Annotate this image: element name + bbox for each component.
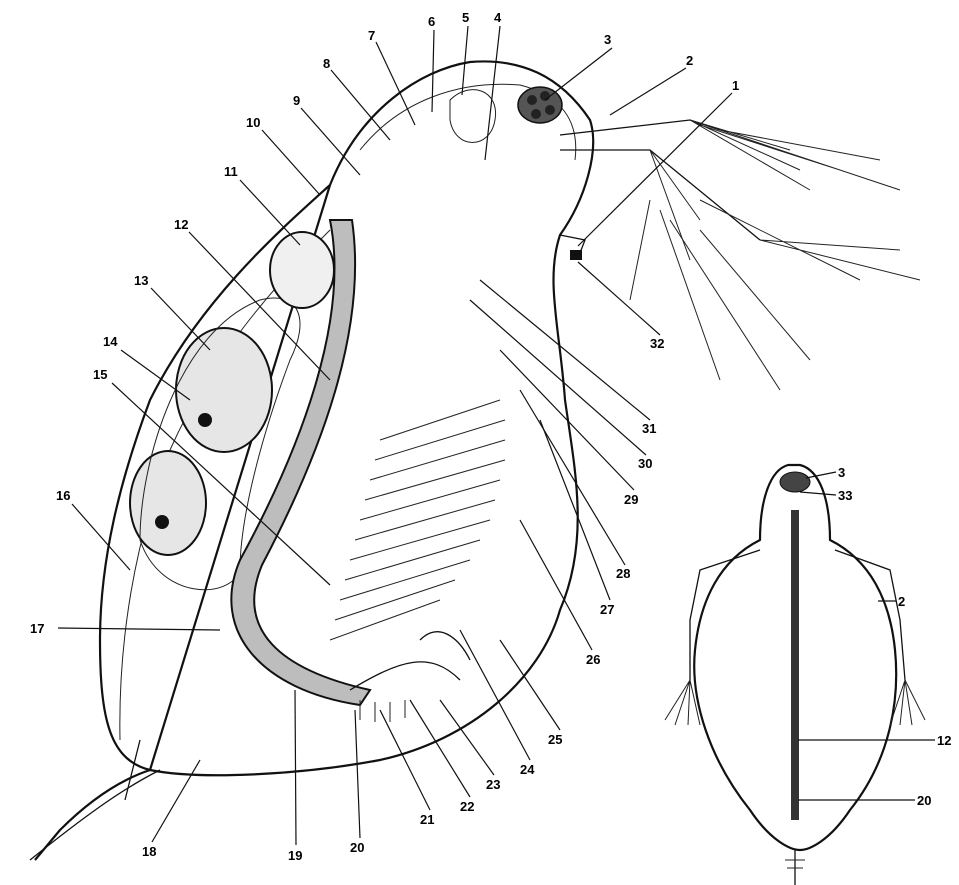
label-27: 27 bbox=[600, 602, 614, 617]
thoracic-muscles bbox=[330, 400, 505, 640]
label-19: 19 bbox=[288, 848, 302, 863]
label-26: 26 bbox=[586, 652, 600, 667]
label-3: 3 bbox=[604, 32, 611, 47]
label-23: 23 bbox=[486, 777, 500, 792]
label-9: 9 bbox=[293, 93, 300, 108]
label-14: 14 bbox=[103, 334, 118, 349]
label-30: 30 bbox=[638, 456, 652, 471]
label-17: 17 bbox=[30, 621, 44, 636]
label-18: 18 bbox=[142, 844, 156, 859]
label-5: 5 bbox=[462, 10, 469, 25]
label-12: 12 bbox=[174, 217, 188, 232]
label-2: 2 bbox=[686, 53, 693, 68]
label-32: 32 bbox=[650, 336, 664, 351]
side-view-illustration bbox=[30, 61, 920, 860]
structure-11 bbox=[270, 232, 334, 308]
inset-labels: 3 33 2 12 20 bbox=[838, 465, 951, 808]
inset-label-2: 2 bbox=[898, 594, 905, 609]
label-4: 4 bbox=[494, 10, 502, 25]
label-31: 31 bbox=[642, 421, 656, 436]
label-10: 10 bbox=[246, 115, 260, 130]
egg-13 bbox=[176, 328, 272, 452]
second-antenna bbox=[560, 120, 920, 390]
label-24: 24 bbox=[520, 762, 535, 777]
label-21: 21 bbox=[420, 812, 434, 827]
ventral-view-illustration bbox=[665, 465, 935, 885]
label-22: 22 bbox=[460, 799, 474, 814]
label-16: 16 bbox=[56, 488, 70, 503]
inset-label-3: 3 bbox=[838, 465, 845, 480]
label-8: 8 bbox=[323, 56, 330, 71]
label-28: 28 bbox=[616, 566, 630, 581]
label-7: 7 bbox=[368, 28, 375, 43]
label-25: 25 bbox=[548, 732, 562, 747]
label-13: 13 bbox=[134, 273, 148, 288]
egg-15 bbox=[130, 451, 206, 555]
label-6: 6 bbox=[428, 14, 435, 29]
label-11: 11 bbox=[224, 164, 238, 179]
label-15: 15 bbox=[93, 367, 107, 382]
label-20: 20 bbox=[350, 840, 364, 855]
inset-label-33: 33 bbox=[838, 488, 852, 503]
inset-label-20: 20 bbox=[917, 793, 931, 808]
label-1: 1 bbox=[732, 78, 739, 93]
inset-label-12: 12 bbox=[937, 733, 951, 748]
label-29: 29 bbox=[624, 492, 638, 507]
